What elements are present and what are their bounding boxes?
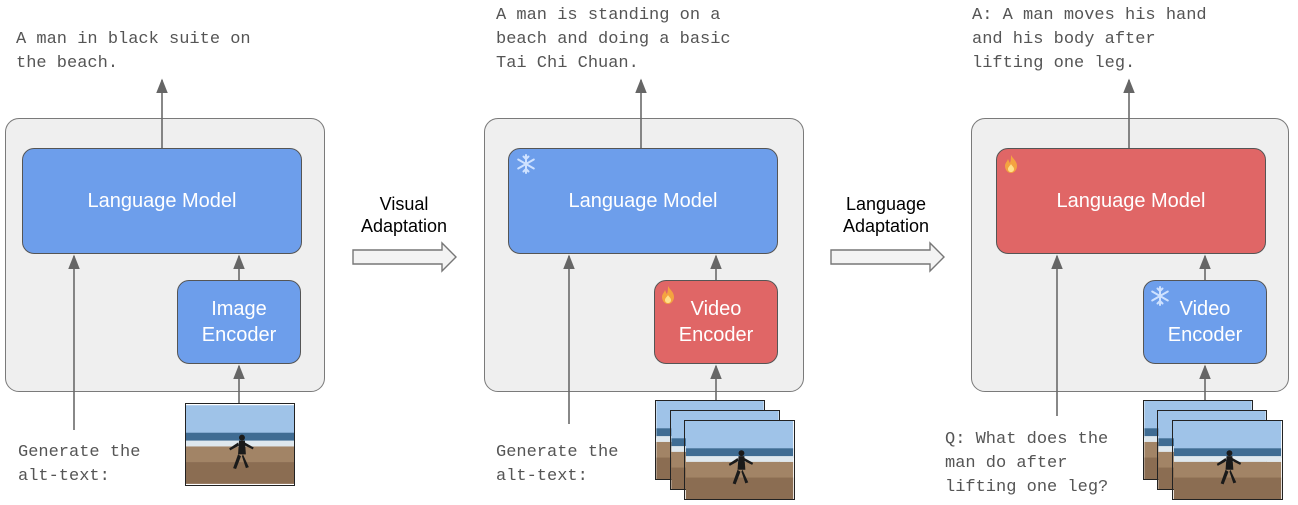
- flame-icon: [662, 286, 674, 304]
- language-adaptation-arrow: [830, 241, 945, 273]
- snowflake-icon: [1151, 286, 1169, 306]
- panel1-input-text: Generate the alt-text:: [18, 443, 141, 486]
- panel1-image-encoder: Image Encoder: [177, 280, 301, 364]
- language-adaptation-label: Language Adaptation: [842, 194, 930, 236]
- input-image-thumbnail: [185, 403, 295, 486]
- visual-adaptation-arrow: [352, 241, 457, 273]
- panel2-video-encoder: Video Encoder: [654, 280, 778, 364]
- panel3-output-text: A: A man moves his hand and his body aft…: [972, 6, 1207, 73]
- video-frame-3: [684, 420, 795, 500]
- panel2-output-text: A man is standing on a beach and doing a…: [496, 6, 731, 73]
- panel1-output-text: A man in black suite on the beach.: [16, 30, 251, 73]
- panel3-input-text: Q: What does the man do after lifting on…: [945, 430, 1109, 497]
- panel2-input-text: Generate the alt-text:: [496, 443, 619, 486]
- visual-adaptation-label: Visual Adaptation: [360, 194, 448, 236]
- panel3-language-model: Language Model: [996, 148, 1266, 254]
- panel2-language-model: Language Model: [508, 148, 778, 254]
- flame-icon: [1005, 155, 1017, 173]
- video-frame-3: [1172, 420, 1283, 500]
- panel1-language-model: Language Model: [22, 148, 302, 254]
- snowflake-icon: [517, 154, 535, 174]
